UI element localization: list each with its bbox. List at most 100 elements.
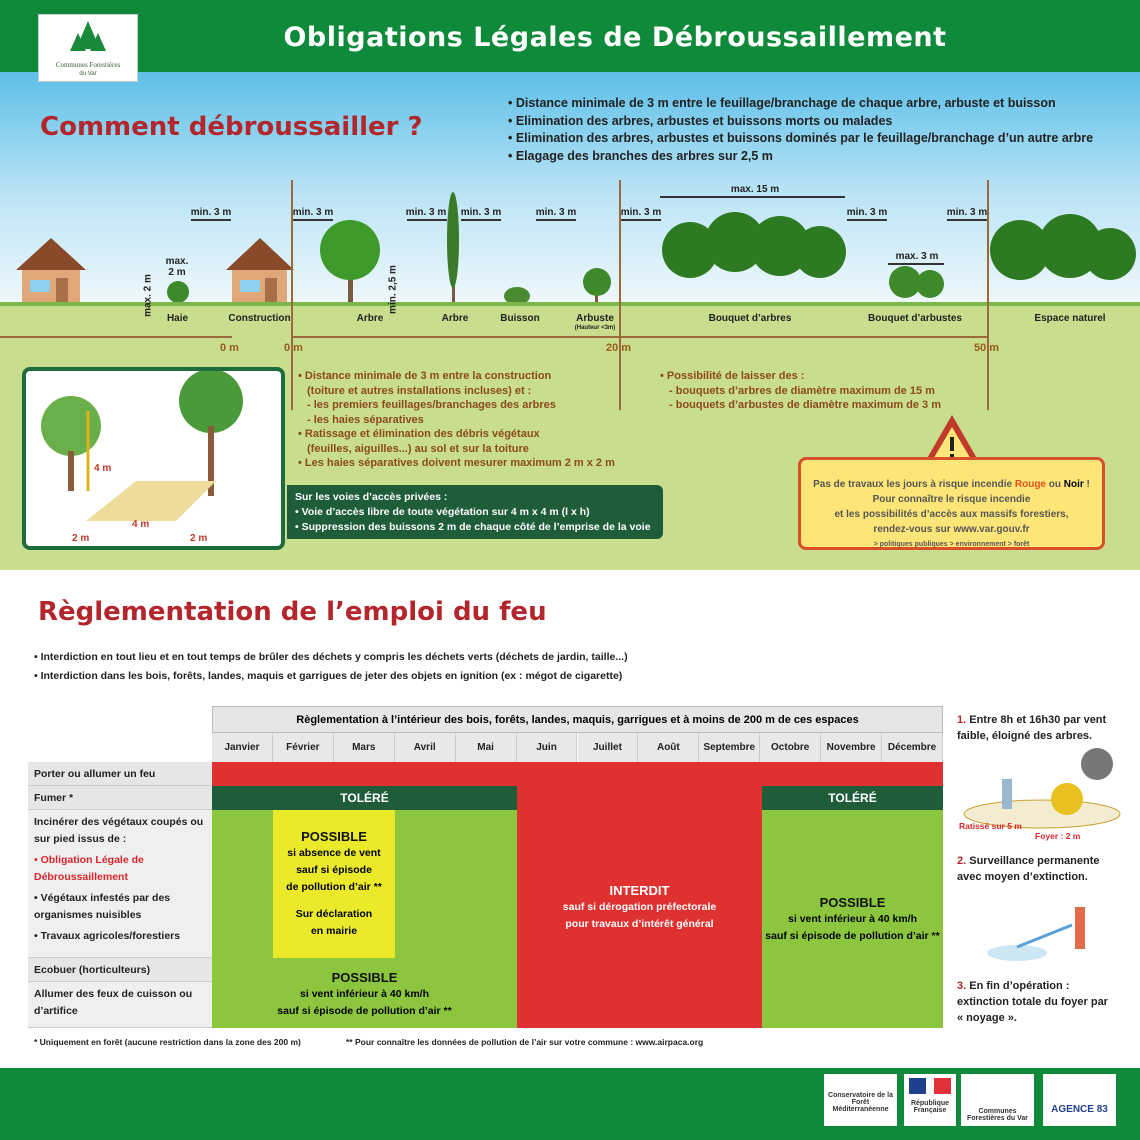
measure-arrow [847,219,887,221]
label-bouquet-arbustes: Bouquet d’arbustes [868,313,962,324]
measure-label: min. 3 m [190,207,232,218]
measure-label: min. 3 m [460,207,502,218]
scale-label: 20 m [606,342,632,354]
tree-icon [320,220,380,304]
dimension-label: 2 m [190,533,208,544]
measure-label: max. 3 m [895,251,939,262]
bullet: • Interdiction dans les bois, forêts, la… [34,670,623,682]
rule-line: - les haies séparatives [307,413,424,426]
dimension-label: 4 m [132,519,150,530]
natural-space-icon [990,214,1136,280]
warn-text: ou [1045,479,1064,490]
warn-text: Pas de travaux les jours à risque incend… [813,479,1015,490]
month-header: Février [272,733,334,762]
month-header: Novembre [821,733,883,762]
step-number: 3. [957,980,967,992]
cell-text: si absence de vent [287,847,381,859]
construction-rules: • Distance minimale de 3 m entre la cons… [298,369,615,471]
possible-right-zone: POSSIBLE si vent inférieur à 40 km/h sau… [762,810,943,1028]
label-construction: Construction [228,313,291,324]
cell-text: si vent inférieur à 40 km/h [788,912,917,925]
bouquet-rules: • Possibilité de laisser des : - bouquet… [660,369,941,413]
cell-text: sauf si dérogation préfectorale [562,900,717,913]
cell-title: INTERDIT [609,882,670,898]
row-text: Incinérer des végétaux coupés ou sur pie… [34,816,204,845]
measure-label: min. 3 m [292,207,334,218]
section2-heading: Règlementation de l’emploi du feu [38,597,547,627]
clearing-illustration-icon [41,369,243,521]
cell-text: en mairie [310,925,358,937]
rule-line: • Les haies séparatives doivent mesurer … [298,457,615,469]
step-number: 1. [957,714,967,726]
republique-logo: République Française [904,1074,956,1126]
step-number: 2. [957,855,967,867]
rule-line: - bouquets d’arbres de diamètre maximum … [669,384,935,397]
voies-item: • Voie d’accès libre de toute végétation… [295,506,590,518]
row-label-fumer: Fumer * [28,786,212,810]
scale-bar [292,336,988,338]
possible-left-text: POSSIBLE si vent inférieur à 40 km/h sau… [212,962,517,1026]
sky-background [0,72,1140,306]
shrub-icon [583,268,611,304]
landscape-illustration [0,192,1140,306]
logo-sub: du Var [79,71,97,77]
measure-arrow [536,219,576,221]
scale-label: 0 m [220,342,239,354]
extinguishing-illustration-icon [987,907,1085,961]
month-header: Juin [516,733,578,762]
warn-text: et les possibilités d’accès aux massifs … [834,509,1069,520]
cell-text: si vent inférieur à 40 km/h [300,987,429,1000]
measure-arrow [407,219,447,221]
rule-line: (feuilles, aiguilles...) au sol et sur l… [307,442,529,455]
rule-line: - les premiers feuillages/branchages des… [307,399,556,411]
cell-text: de pollution d’air ** [286,881,382,893]
step-text: En fin d’opération : extinction totale d… [957,980,1108,1024]
warning-icon [922,415,982,467]
shrub-cluster-icon [889,266,944,298]
warn-text: ! [1083,479,1090,490]
tree-cluster-icon [662,212,846,278]
month-header: Mars [333,733,395,762]
scale-label: 50 m [974,342,1000,354]
fire-risk-warning: Pas de travaux les jours à risque incend… [798,457,1105,550]
arbuste-note: (Hauteur <3m) [574,325,616,331]
tolere-right: TOLÉRÉ [762,786,943,810]
burning-steps: 1. Entre 8h et 16h30 par vent faible, él… [957,712,1127,1026]
conservatoire-logo: Conservatoire de la Forêt Méditerranéenn… [824,1074,897,1126]
month-header: Octobre [760,733,822,762]
row-text-old: • Obligation Légale de Débroussaillement [34,854,144,883]
month-header: Décembre [882,733,943,762]
warn-link[interactable]: rendez-vous sur www.var.gouv.fr [873,524,1030,535]
bullet: • Distance minimale de 3 m entre le feui… [508,96,1056,110]
footnote: ** Pour connaître les données de polluti… [346,1037,704,1047]
rule-line: • Ratissage et élimination des débris vé… [298,428,540,440]
cell-text: pour travaux d’intérêt général [565,917,714,930]
measure-arrow [461,219,501,221]
cell-text: Sur déclaration [295,908,373,920]
row-label-cuisson: Allumer des feux de cuisson ou d’artific… [28,982,212,1028]
row-label-incinerer: Incinérer des végétaux coupés ou sur pie… [28,810,212,958]
label-bouquet-arbres: Bouquet d’arbres [708,313,792,324]
tolere-left: TOLÉRÉ [212,786,517,810]
month-header: Avril [394,733,456,762]
access-illustration: 4 m 4 m 2 m 2 m [22,367,285,550]
agence83-logo: AGENCE 83 [1043,1074,1116,1126]
measure-arrow [191,219,231,221]
measure-arrow [293,219,333,221]
scale-line-0m [291,180,293,410]
label-haie: Haie [166,313,189,324]
house-icon [16,238,86,304]
month-header: Janvier [212,733,273,762]
step-text: Surveillance permanente avec moyen d’ext… [957,855,1100,883]
logo-text: République Française [910,1100,950,1114]
label-espace-naturel: Espace naturel [1034,313,1106,324]
dimension-label: 4 m [94,463,112,474]
month-header: Mai [455,733,517,762]
measure-label: max. 2 m [142,274,154,317]
ratisse-label: Ratissé sur 5 m [959,821,1022,831]
row-label-porter-feu: Porter ou allumer un feu [28,762,212,786]
cell-title: POSSIBLE [331,969,398,985]
forest-icon [70,21,106,51]
warn-rouge: Rouge [1014,479,1046,490]
private-access-box: Sur les voies d’accès privées : • Voie d… [287,485,663,539]
